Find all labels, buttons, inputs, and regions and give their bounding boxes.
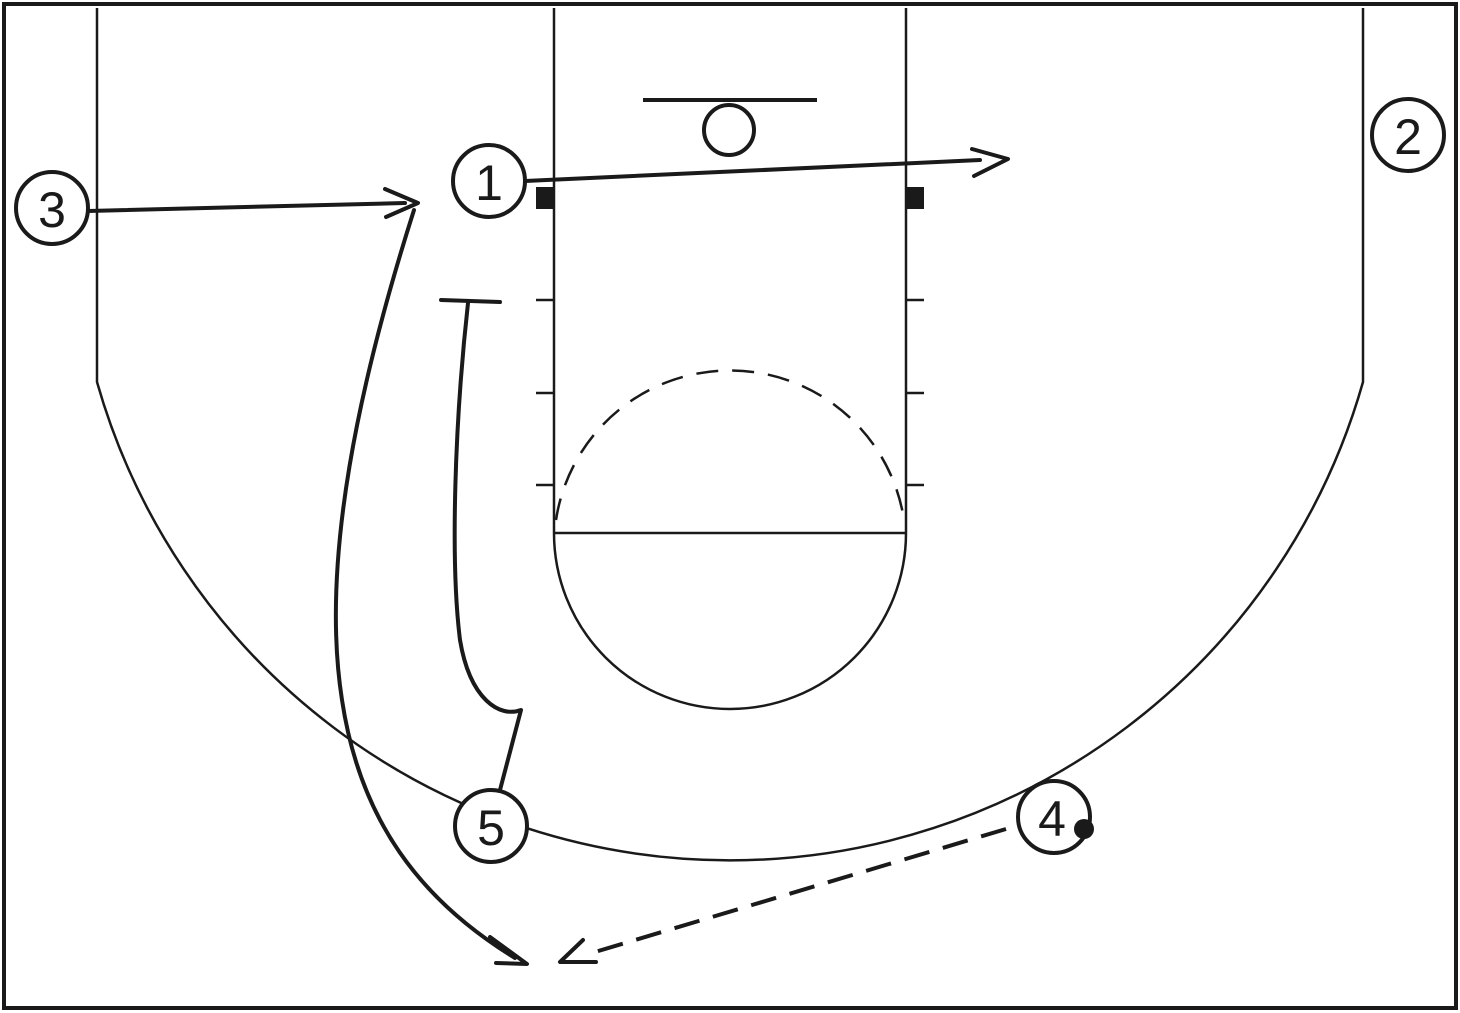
rim xyxy=(702,103,756,157)
player-5-screen-bar xyxy=(439,298,502,304)
three-point-line xyxy=(95,8,1365,862)
block-mark-left xyxy=(536,187,553,209)
player-1-arrow-icon xyxy=(970,147,1010,178)
player-4-label: 4 xyxy=(1038,791,1066,847)
player-5: 5 xyxy=(453,788,529,864)
player-1-label: 1 xyxy=(475,155,503,211)
player-3-arrow-icon xyxy=(383,187,420,219)
player-3-curl-path xyxy=(333,208,517,960)
paint-lane xyxy=(552,8,908,535)
ball-icon xyxy=(1074,819,1094,839)
player-3: 3 xyxy=(14,170,90,246)
player-1-cut-path xyxy=(523,158,982,183)
pass-4-dashed-path xyxy=(584,827,1007,957)
player-3-label: 3 xyxy=(38,182,66,238)
player-3-cut-path xyxy=(86,201,407,213)
pass-arrow-icon xyxy=(558,938,598,964)
player-5-screen-path xyxy=(452,301,523,792)
player-1: 1 xyxy=(451,143,527,219)
player-5-label: 5 xyxy=(477,800,505,856)
player-4: 4 xyxy=(1016,779,1094,855)
player-3-curl-arrow-icon xyxy=(488,935,529,966)
player-2-label: 2 xyxy=(1394,109,1422,165)
free-throw-circle-solid xyxy=(552,532,908,711)
lane-hash-marks xyxy=(536,298,924,487)
block-mark-right xyxy=(907,187,924,209)
free-throw-circle-dashed xyxy=(554,369,906,521)
player-2: 2 xyxy=(1370,97,1446,173)
